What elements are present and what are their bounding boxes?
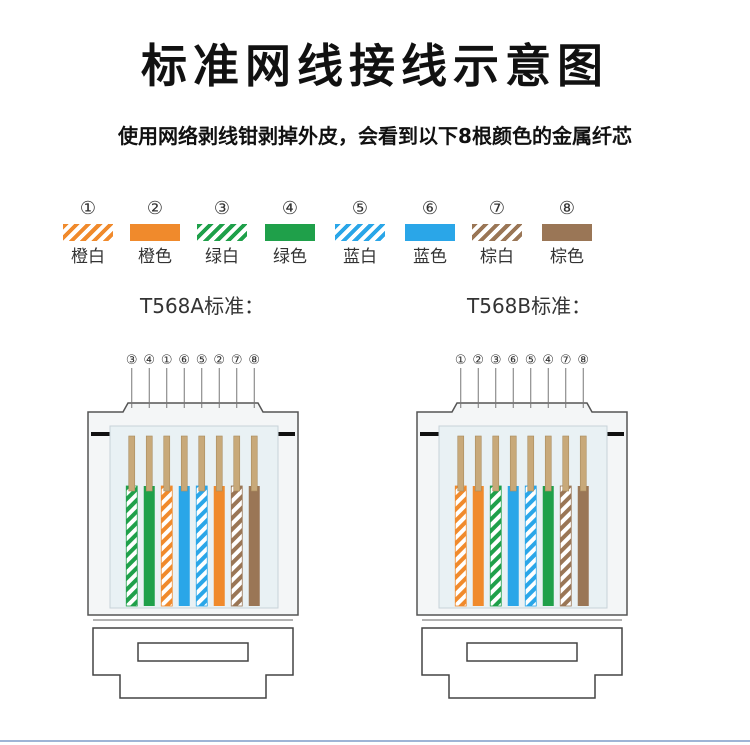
legend-swatch (335, 224, 385, 241)
pin-label-4: ⑥ (507, 353, 519, 368)
legend-swatch (472, 224, 522, 241)
wire-4 (507, 486, 519, 606)
wire-2 (143, 486, 155, 606)
legend-swatch (265, 224, 315, 241)
legend-item-4: ④ 绿色 (260, 198, 320, 268)
legend-label: 棕白 (480, 247, 514, 267)
wire-2 (472, 486, 484, 606)
contact-pin-8 (250, 435, 258, 492)
legend-number: ② (146, 198, 164, 219)
plug-rear-slot (466, 642, 578, 662)
wire-7 (230, 485, 243, 607)
pin-label-1: ③ (126, 353, 138, 368)
pin-label-5: ⑤ (525, 353, 537, 368)
wire-6 (213, 486, 225, 606)
contact-pin-3 (163, 435, 171, 492)
pin-label-7: ⑦ (560, 353, 572, 368)
legend-number: ④ (281, 198, 299, 219)
legend-number: ⑥ (421, 198, 439, 219)
contact-pin-1 (128, 435, 136, 492)
pin-label-8: ⑧ (248, 353, 260, 368)
legend-item-2: ② 橙色 (125, 198, 185, 268)
page-subtitle: 使用网络剥线钳剥掉外皮，会看到以下8根颜色的金属纤芯 (118, 124, 632, 148)
plug-rear-block (421, 627, 623, 699)
legend-number: ③ (213, 198, 231, 219)
wire-1 (454, 485, 467, 607)
pin-label-3: ③ (490, 353, 502, 368)
contact-pin-5 (527, 435, 535, 492)
wire-8 (577, 486, 589, 606)
contact-pin-3 (492, 435, 500, 492)
legend-swatch (63, 224, 113, 241)
pin-label-7: ⑦ (231, 353, 243, 368)
plug-rear-slot (137, 642, 249, 662)
legend-number: ⑤ (351, 198, 369, 219)
wire-8 (248, 486, 260, 606)
legend-item-5: ⑤ 蓝白 (330, 198, 390, 268)
legend-number: ⑧ (558, 198, 576, 219)
page-title: 标准网线接线示意图 (141, 39, 609, 93)
legend-label: 蓝色 (413, 247, 447, 267)
bottom-divider (0, 740, 750, 742)
legend-item-7: ⑦ 棕白 (467, 198, 527, 268)
t568b-label: T568B标准： (467, 294, 592, 318)
contact-pin-6 (215, 435, 223, 492)
legend-label: 棕色 (550, 247, 584, 267)
contact-pin-7 (233, 435, 241, 492)
pin-label-2: ② (472, 353, 484, 368)
pin-label-3: ① (161, 353, 173, 368)
legend-item-6: ⑥ 蓝色 (400, 198, 460, 268)
legend-number: ① (79, 198, 97, 219)
wire-6 (542, 486, 554, 606)
contact-pin-4 (509, 435, 517, 492)
pin-label-6: ④ (542, 353, 554, 368)
contact-pin-6 (544, 435, 552, 492)
contact-pin-8 (579, 435, 587, 492)
contact-pin-2 (474, 435, 482, 492)
legend-swatch (542, 224, 592, 241)
legend-item-8: ⑧ 棕色 (537, 198, 597, 268)
wire-7 (559, 485, 572, 607)
wire-3 (489, 485, 502, 607)
legend-swatch (405, 224, 455, 241)
legend-swatch (130, 224, 180, 241)
contact-pin-7 (562, 435, 570, 492)
legend-swatch (197, 224, 247, 241)
legend-label: 橙色 (138, 247, 172, 267)
legend-label: 绿白 (205, 247, 239, 267)
contact-pin-1 (457, 435, 465, 492)
wire-3 (160, 485, 173, 607)
pin-label-1: ① (455, 353, 467, 368)
t568a-label: T568A标准： (140, 294, 265, 318)
legend-label: 绿色 (273, 247, 307, 267)
legend-label: 蓝白 (343, 247, 377, 267)
legend-label: 橙白 (71, 247, 105, 267)
wire-5 (195, 485, 208, 607)
pin-label-2: ④ (143, 353, 155, 368)
wire-4 (178, 486, 190, 606)
legend-item-3: ③ 绿白 (192, 198, 252, 268)
legend-number: ⑦ (488, 198, 506, 219)
contact-pin-2 (145, 435, 153, 492)
wire-5 (524, 485, 537, 607)
pin-label-4: ⑥ (178, 353, 190, 368)
plug-rear-block (92, 627, 294, 699)
legend-item-1: ① 橙白 (58, 198, 118, 268)
wire-1 (125, 485, 138, 607)
pin-label-8: ⑧ (577, 353, 589, 368)
contact-pin-5 (198, 435, 206, 492)
pin-label-6: ② (213, 353, 225, 368)
pin-label-5: ⑤ (196, 353, 208, 368)
contact-pin-4 (180, 435, 188, 492)
